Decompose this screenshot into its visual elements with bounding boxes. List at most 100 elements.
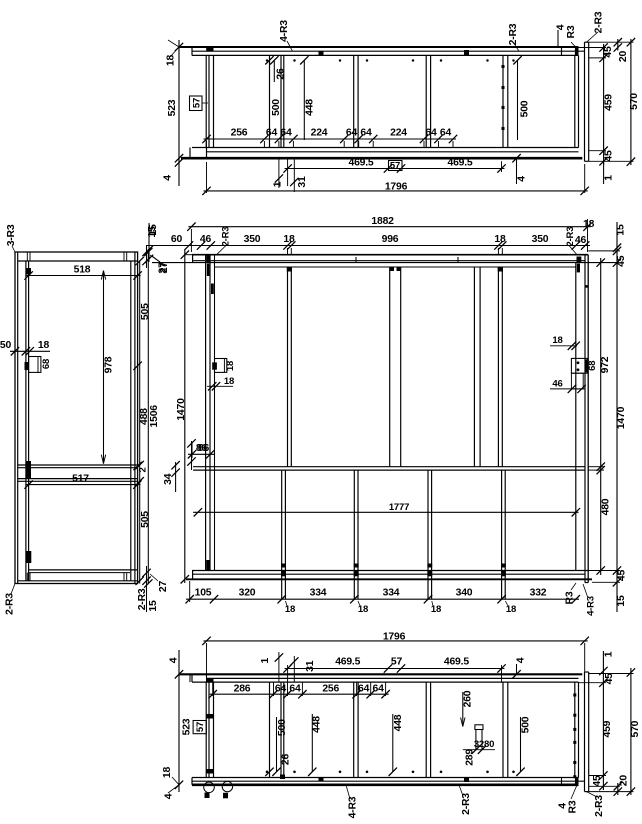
svg-text:3280: 3280 [474, 739, 494, 750]
svg-text:350: 350 [244, 234, 261, 245]
svg-text:289: 289 [465, 749, 476, 766]
svg-text:523: 523 [167, 99, 178, 116]
svg-text:18: 18 [162, 767, 173, 779]
svg-text:1796: 1796 [385, 181, 408, 192]
svg-text:15: 15 [147, 226, 158, 238]
svg-text:18: 18 [583, 219, 595, 230]
svg-text:2-R3: 2-R3 [508, 23, 519, 45]
svg-text:45: 45 [616, 255, 627, 267]
svg-text:320: 320 [239, 587, 256, 598]
svg-text:64: 64 [373, 684, 385, 695]
svg-text:972: 972 [600, 356, 611, 373]
svg-text:18: 18 [431, 604, 441, 615]
svg-text:105: 105 [195, 587, 212, 598]
svg-text:996: 996 [382, 234, 399, 245]
svg-text:64: 64 [289, 684, 301, 695]
svg-text:3-R3: 3-R3 [6, 224, 17, 246]
svg-text:45: 45 [604, 150, 615, 162]
svg-text:448: 448 [305, 99, 316, 116]
svg-text:64: 64 [280, 128, 292, 139]
svg-text:15: 15 [148, 224, 159, 236]
svg-text:256: 256 [231, 128, 248, 139]
svg-text:286: 286 [234, 684, 251, 695]
svg-text:518: 518 [74, 265, 91, 276]
svg-text:68: 68 [587, 361, 598, 371]
svg-text:34: 34 [163, 473, 174, 485]
svg-text:1: 1 [273, 181, 284, 187]
svg-text:480: 480 [601, 498, 612, 515]
svg-text:1796: 1796 [383, 631, 406, 642]
svg-text:18: 18 [494, 234, 506, 245]
svg-text:1: 1 [604, 651, 615, 657]
svg-text:57: 57 [192, 98, 203, 108]
svg-text:523: 523 [182, 718, 193, 735]
svg-text:64: 64 [346, 128, 358, 139]
svg-text:18: 18 [283, 234, 295, 245]
svg-text:64: 64 [425, 128, 437, 139]
svg-text:15: 15 [616, 595, 627, 607]
svg-text:1777: 1777 [389, 502, 409, 513]
svg-text:18: 18 [38, 340, 50, 351]
svg-text:469.5: 469.5 [335, 657, 360, 668]
svg-text:86: 86 [198, 443, 210, 454]
svg-text:18: 18 [224, 376, 234, 387]
svg-text:57: 57 [391, 657, 403, 668]
svg-text:27: 27 [158, 581, 169, 593]
svg-text:2: 2 [138, 467, 149, 472]
svg-text:46: 46 [552, 379, 562, 390]
svg-text:2-R3: 2-R3 [594, 11, 605, 33]
svg-text:27: 27 [158, 262, 169, 274]
svg-text:18: 18 [225, 361, 236, 371]
svg-text:4: 4 [516, 657, 527, 663]
svg-text:57: 57 [195, 722, 206, 732]
svg-text:1882: 1882 [371, 216, 394, 227]
svg-text:18: 18 [166, 55, 177, 67]
svg-text:15: 15 [616, 224, 627, 236]
svg-text:46: 46 [200, 234, 212, 245]
svg-text:68: 68 [41, 359, 52, 369]
svg-text:256: 256 [322, 684, 339, 695]
svg-text:2-R3: 2-R3 [5, 593, 16, 615]
svg-text:350: 350 [532, 234, 549, 245]
svg-text:500: 500 [271, 99, 282, 116]
svg-text:R3: R3 [565, 591, 576, 604]
svg-text:2-R3: 2-R3 [221, 227, 232, 247]
svg-text:4-R3: 4-R3 [279, 20, 290, 42]
svg-text:1: 1 [604, 175, 615, 181]
svg-text:45: 45 [603, 46, 614, 58]
svg-text:R3: R3 [566, 25, 577, 38]
svg-text:64: 64 [266, 128, 278, 139]
svg-text:488: 488 [139, 408, 150, 425]
svg-text:1470: 1470 [176, 398, 187, 421]
svg-text:500: 500 [521, 716, 532, 733]
svg-text:260: 260 [463, 690, 474, 707]
svg-text:505: 505 [140, 511, 151, 528]
svg-text:64: 64 [360, 128, 372, 139]
svg-text:334: 334 [383, 587, 400, 598]
svg-text:2-R3: 2-R3 [137, 588, 148, 610]
svg-text:1: 1 [260, 657, 271, 663]
svg-text:20: 20 [618, 51, 629, 63]
svg-text:469.5: 469.5 [444, 657, 469, 668]
svg-text:26: 26 [276, 68, 287, 80]
svg-text:4: 4 [163, 175, 174, 181]
svg-text:15: 15 [148, 600, 159, 612]
svg-text:1470: 1470 [616, 406, 627, 429]
svg-text:978: 978 [104, 356, 115, 373]
svg-text:45: 45 [617, 570, 628, 582]
svg-text:4-R3: 4-R3 [586, 596, 597, 616]
svg-text:459: 459 [602, 720, 613, 737]
svg-text:517: 517 [72, 474, 89, 485]
svg-text:459: 459 [604, 94, 615, 111]
svg-text:448: 448 [393, 714, 404, 731]
svg-text:570: 570 [629, 93, 640, 110]
svg-text:448: 448 [312, 716, 323, 733]
svg-text:R3: R3 [568, 800, 579, 813]
svg-text:2-R3: 2-R3 [594, 795, 605, 817]
svg-text:469.5: 469.5 [348, 158, 373, 169]
svg-text:31: 31 [297, 176, 308, 188]
svg-text:18: 18 [552, 335, 562, 346]
svg-text:60: 60 [171, 234, 183, 245]
svg-text:4: 4 [556, 24, 567, 30]
svg-text:1506: 1506 [149, 405, 160, 428]
